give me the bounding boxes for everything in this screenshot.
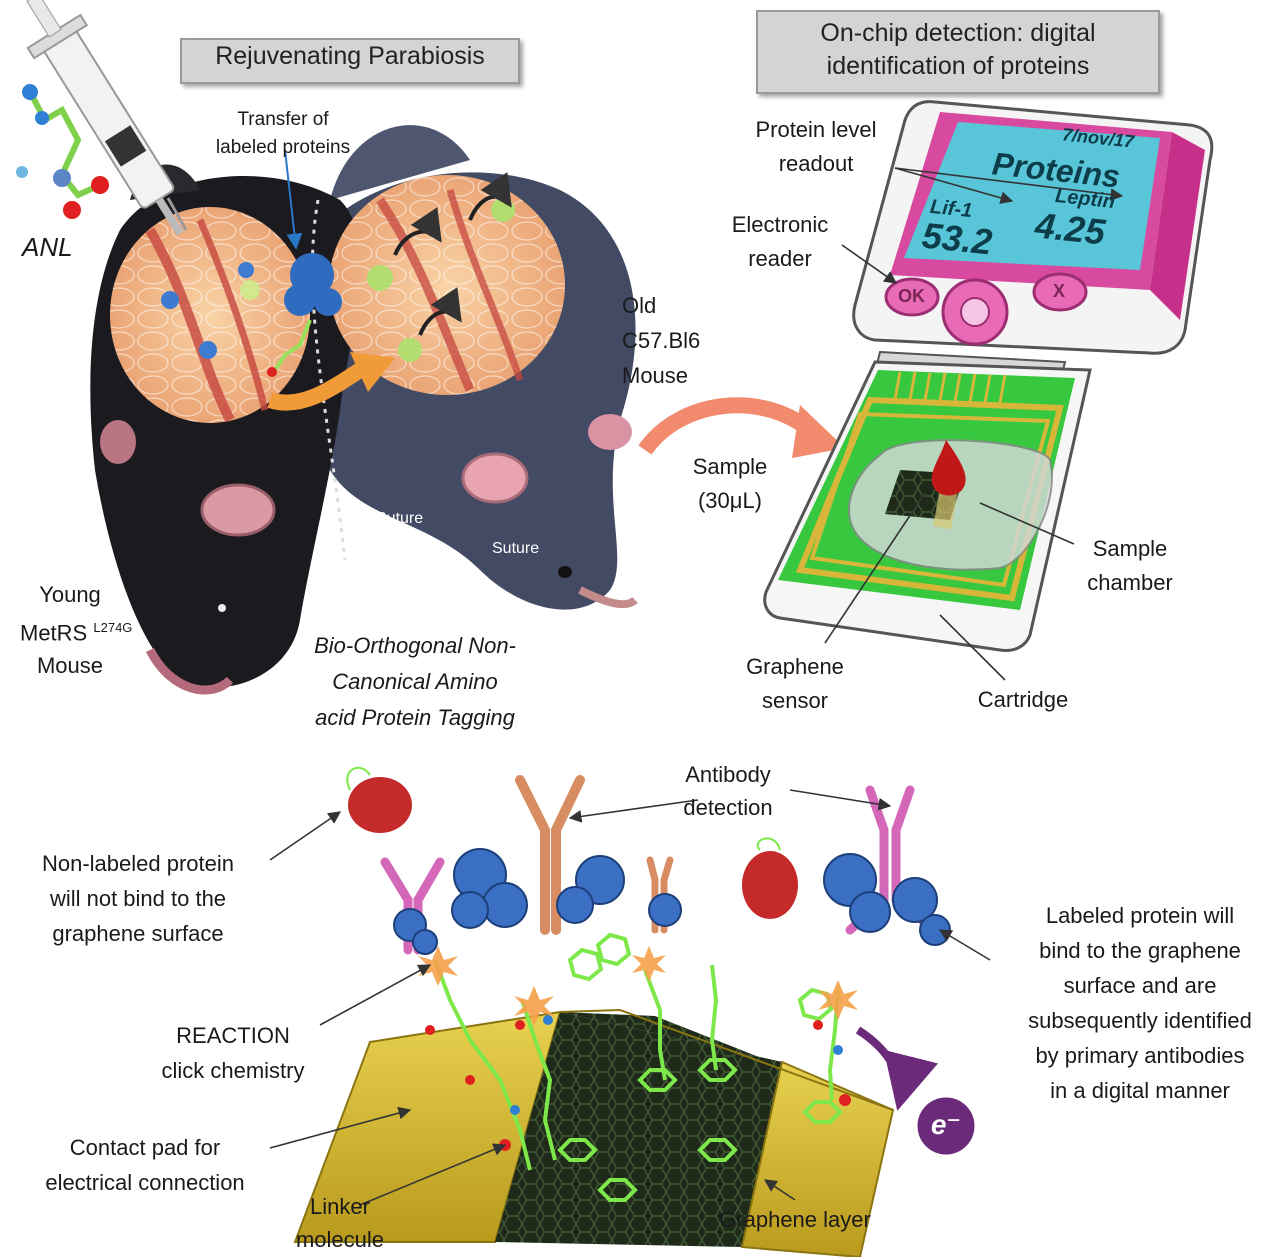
onchip-title-box: On-chip detection: digital identificatio… [756, 10, 1160, 94]
antibody-detection-label: Antibody detection [683, 762, 773, 820]
electron-label: e⁻ [930, 1109, 962, 1140]
old-skin-window [329, 172, 565, 395]
reaction-label: REACTION click chemistry [161, 1023, 305, 1083]
anl-label: ANL [22, 232, 73, 262]
bonc-label: Bio-Orthogonal Non- Canonical Amino acid… [314, 633, 516, 730]
sample-chamber-label: Sample chamber [1087, 536, 1173, 595]
young-mouse-label: Young MetRS L274G Mouse [20, 582, 133, 679]
sample-label: Sample (30μL) [692, 454, 768, 513]
graphene-layer-label: Graphene layer [719, 1207, 871, 1232]
device-ok-button[interactable]: OK [898, 286, 925, 306]
old-mouse-label: Old C57.Bl6 Mouse [622, 293, 701, 388]
non-labeled-protein-label: Non-labeled protein will not bind to the… [41, 851, 235, 946]
device-value-1: 53.2 [920, 214, 995, 263]
non-labeled-protein [348, 777, 798, 919]
parabiosis-title: Rejuvenating Parabiosis [215, 42, 485, 70]
suture-label-a: Suture [376, 510, 424, 527]
protein-readout-label: Protein level readout [755, 117, 877, 176]
syringe-illustration [26, 0, 188, 236]
anl-molecule [16, 84, 109, 219]
graphene-sensor-label: Graphene sensor [746, 654, 844, 713]
onchip-title-line1: On-chip detection: digital [820, 19, 1096, 47]
linker-molecule-label: Linker molecule [295, 1194, 385, 1252]
graphene-sensor-scheme [293, 766, 978, 1257]
device-value-2: 4.25 [1033, 204, 1108, 253]
cartridge-illustration [763, 360, 1092, 652]
electronic-reader-label: Electronic reader [731, 212, 829, 271]
cartridge-label: Cartridge [977, 687, 1069, 712]
suture-line [310, 199, 347, 561]
onchip-title-line2: identification of proteins [826, 52, 1090, 80]
electronic-reader-device [852, 100, 1214, 384]
labeled-protein-blob [267, 253, 342, 377]
young-skin-window [110, 207, 310, 423]
contact-pad-label: Contact pad for electrical connection [45, 1135, 245, 1195]
labeled-protein-label: Labeled protein will bind to the graphen… [1028, 903, 1252, 1103]
sample-arrow [638, 397, 815, 455]
parabiosis-title-box: Rejuvenating Parabiosis [180, 38, 520, 84]
electron-badge [914, 1094, 978, 1158]
transfer-arrow [267, 363, 365, 411]
transfer-label: Transfer of labeled proteins [215, 109, 351, 158]
device-x-button[interactable]: X [1053, 281, 1066, 301]
suture-label-b: Suture [492, 540, 540, 557]
